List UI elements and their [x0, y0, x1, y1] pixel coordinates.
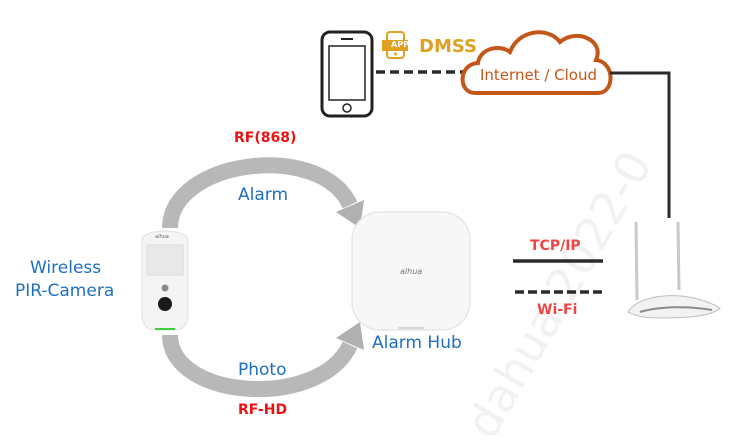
photo-arrow: [162, 322, 364, 398]
hub-brand: alhua: [400, 267, 423, 276]
cloud-icon: [460, 30, 613, 95]
cloud-label: Internet / Cloud: [480, 66, 597, 84]
app-badge: APP: [391, 40, 409, 49]
tcpip-label: TCP/IP: [530, 238, 581, 254]
alarm-label: Alarm: [238, 185, 289, 205]
camera-label-line1: Wireless: [30, 258, 102, 278]
wifi-label: Wi-Fi: [537, 302, 578, 318]
alarm-hub-device: [351, 211, 471, 331]
smartphone-icon: [320, 30, 374, 118]
router-device: [627, 221, 721, 319]
diagram-canvas: [141, 30, 721, 398]
alarm-protocol-label: RF(868): [234, 130, 297, 146]
cloud-router-link: [610, 71, 671, 218]
camera-brand: alhua: [155, 234, 169, 240]
hub-label: Alarm Hub: [372, 333, 462, 353]
camera-label-line2: PIR-Camera: [15, 281, 115, 301]
alarm-arrow: [162, 157, 364, 229]
dmss-label: DMSS: [419, 36, 477, 57]
pir-camera-device: [141, 230, 189, 331]
photo-label: Photo: [238, 360, 287, 380]
photo-protocol-label: RF-HD: [238, 402, 288, 418]
app-icon: [382, 31, 408, 59]
